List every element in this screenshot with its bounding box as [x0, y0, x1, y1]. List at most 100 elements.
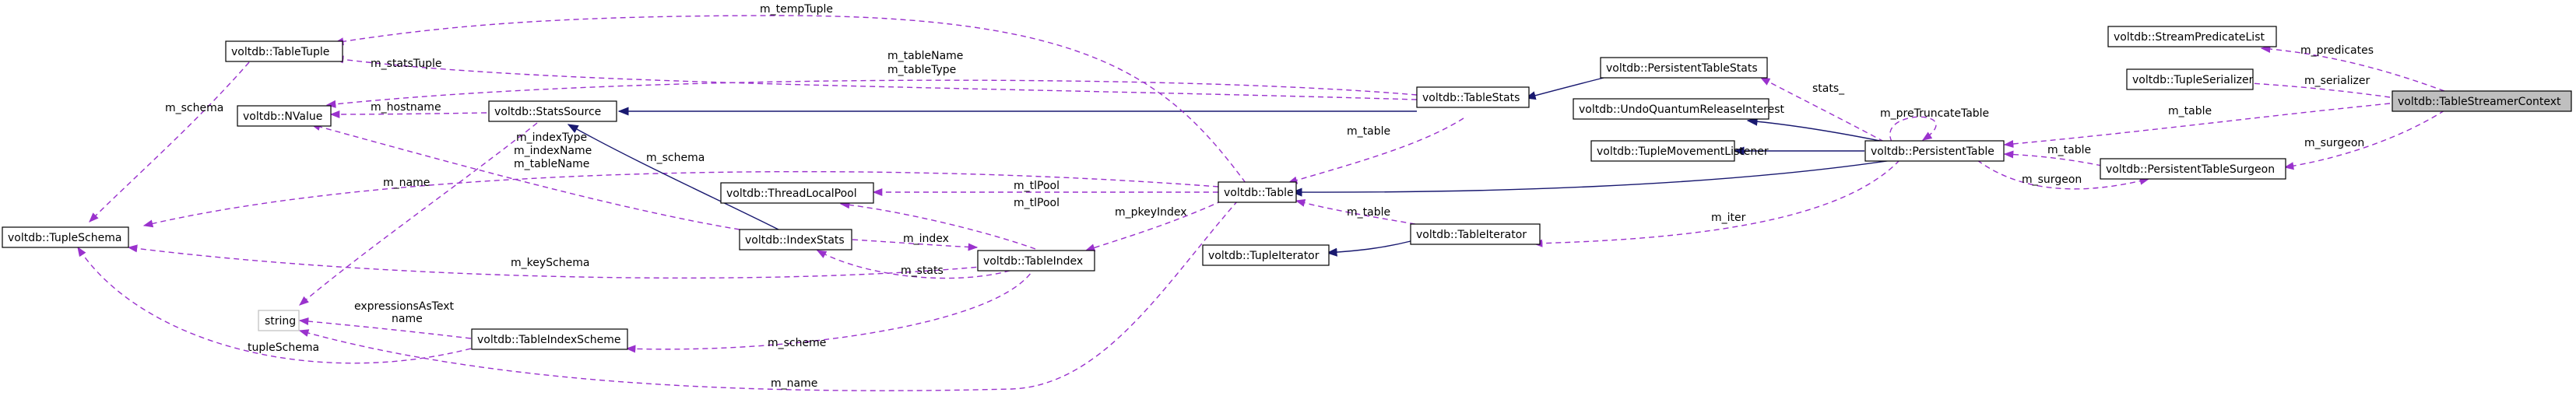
edge-m-keyschema — [127, 244, 1005, 279]
label-m-pretruncatetable: m_preTruncateTable — [1880, 107, 1989, 120]
node-tablestats[interactable]: voltdb::TableStats — [1416, 86, 1530, 108]
svg-text:voltdb::Table: voltdb::Table — [1224, 187, 1294, 199]
svg-text:voltdb::TableIndex: voltdb::TableIndex — [983, 255, 1083, 268]
svg-text:voltdb::TableTuple: voltdb::TableTuple — [231, 46, 329, 58]
label-expressionsastext: expressionsAsText — [354, 300, 455, 313]
edge-m-table-context — [2003, 103, 2391, 148]
node-tupleserializer[interactable]: voltdb::TupleSerializer — [2126, 68, 2254, 90]
label-m-indextype: m_indexType — [516, 131, 587, 144]
node-tabletuple[interactable]: voltdb::TableTuple — [225, 40, 343, 62]
svg-text:voltdb::PersistentTableStats: voltdb::PersistentTableStats — [1606, 62, 1758, 75]
edge-m-tlpool-index — [839, 201, 1036, 250]
svg-text:voltdb::StreamPredicateList: voltdb::StreamPredicateList — [2114, 31, 2265, 44]
label-m-table-surgeon: m_table — [2047, 144, 2091, 156]
label-m-statstuple: m_statsTuple — [371, 58, 441, 70]
svg-text:voltdb::ThreadLocalPool: voltdb::ThreadLocalPool — [726, 187, 857, 200]
label-m-table-iter: m_table — [1347, 206, 1390, 219]
edge-m-tablename-tabletype — [325, 79, 1418, 108]
node-statssource[interactable]: voltdb::StatsSource — [488, 100, 617, 122]
node-persistenttable[interactable]: voltdb::PersistentTable — [1864, 140, 2005, 162]
svg-text:voltdb::TableStats: voltdb::TableStats — [1422, 92, 1520, 104]
nodes: voltdb::TableStreamerContext voltdb::Str… — [2, 26, 2572, 350]
svg-text:voltdb::TupleMovementListener: voltdb::TupleMovementListener — [1597, 145, 1769, 158]
node-table[interactable]: voltdb::Table — [1218, 181, 1297, 203]
edge-inherit-statssource-from-indexstats — [567, 124, 779, 230]
label-m-temptuple: m_tempTuple — [760, 3, 833, 16]
edge-m-iter — [1532, 159, 1900, 247]
edge-m-scheme — [625, 265, 1036, 353]
edge-m-name-statssource — [299, 122, 538, 306]
label-m-serializer: m_serializer — [2304, 75, 2370, 87]
edge-expressions-name — [298, 317, 472, 339]
node-nvalue[interactable]: voltdb::NValue — [237, 105, 332, 127]
label-m-schema-table: m_schema — [646, 152, 705, 164]
label-m-tabletype: m_tableType — [887, 64, 956, 76]
edge-m-statstuple — [333, 55, 1418, 100]
label-m-tlpool-table: m_tlPool — [1014, 180, 1060, 192]
edge-m-index — [852, 239, 979, 251]
label-m-stats: m_stats — [901, 265, 944, 277]
label-m-surgeon-context: m_surgeon — [2304, 137, 2364, 149]
node-undoquantumreleaseinterest[interactable]: voltdb::UndoQuantumReleaseInterest — [1573, 98, 1785, 120]
edge-m-schema-tabletuple — [89, 61, 250, 223]
edge-inherit-table — [1291, 159, 1892, 197]
edge-m-pkeyindex — [1084, 200, 1223, 252]
edge-m-hostname — [329, 110, 487, 119]
edge-m-table-iter — [1295, 199, 1425, 226]
node-tupleschema[interactable]: voltdb::TupleSchema — [2, 226, 129, 248]
edge-m-table-stats — [1287, 117, 1464, 184]
label-name: name — [392, 313, 423, 325]
edge-m-pretruncatetable — [1889, 116, 1937, 142]
label-tupleschema: tupleSchema — [248, 342, 319, 354]
svg-text:voltdb::UndoQuantumReleaseInte: voltdb::UndoQuantumReleaseInterest — [1579, 103, 1785, 116]
svg-text:voltdb::StatsSource: voltdb::StatsSource — [494, 106, 601, 118]
edge-m-indexstats-nvalue — [310, 123, 740, 230]
svg-text:voltdb::TupleIterator: voltdb::TupleIterator — [1208, 250, 1320, 262]
edge-m-stats — [816, 250, 1028, 279]
edge-stats — [1759, 77, 1885, 142]
svg-text:voltdb::TableStreamerContext: voltdb::TableStreamerContext — [2398, 96, 2561, 108]
svg-text:voltdb::TableIterator: voltdb::TableIterator — [1416, 229, 1527, 241]
label-m-table-stats: m_table — [1347, 125, 1390, 138]
label-m-tablename-mid: m_tableName — [514, 158, 589, 170]
label-m-pkeyindex: m_pkeyIndex — [1115, 206, 1187, 219]
label-m-index: m_index — [903, 233, 949, 245]
edge-inherit-tupleiterator — [1326, 240, 1411, 257]
node-tupleiterator[interactable]: voltdb::TupleIterator — [1202, 244, 1330, 266]
edge-m-temptuple — [333, 15, 1246, 184]
label-m-scheme: m_scheme — [768, 337, 826, 349]
edge-m-schema-table — [142, 170, 1219, 228]
edge-m-surgeon-context — [2283, 110, 2445, 170]
label-m-tlpool-index: m_tlPool — [1014, 197, 1060, 209]
edge-m-surgeon-pt — [1977, 159, 2150, 190]
edges — [77, 15, 2445, 391]
edge-m-predicates — [2260, 44, 2445, 92]
edge-labels: m_predicates m_serializer m_table m_surg… — [165, 3, 2374, 390]
edge-tupleschema — [77, 246, 472, 364]
label-stats: stats_ — [1812, 82, 1845, 95]
svg-text:voltdb::PersistentTable: voltdb::PersistentTable — [1871, 145, 1994, 158]
node-string[interactable]: string — [258, 310, 300, 331]
svg-text:voltdb::TupleSchema: voltdb::TupleSchema — [8, 232, 121, 244]
node-tableindexscheme[interactable]: voltdb::TableIndexScheme — [471, 328, 628, 350]
node-tablestreamercontext[interactable]: voltdb::TableStreamerContext — [2391, 90, 2572, 112]
node-tableiterator[interactable]: voltdb::TableIterator — [1410, 223, 1541, 245]
label-m-schema-tabletuple: m_schema — [165, 102, 223, 114]
label-m-name-table: m_name — [771, 377, 817, 390]
svg-text:voltdb::TableIndexScheme: voltdb::TableIndexScheme — [477, 334, 621, 346]
edge-inherit-tablestats — [1524, 77, 1604, 100]
edge-inherit-undoquantum — [1746, 117, 1885, 142]
label-m-tablename-top: m_tableName — [887, 50, 963, 62]
svg-text:voltdb::TupleSerializer: voltdb::TupleSerializer — [2132, 74, 2254, 86]
label-m-iter: m_iter — [1711, 212, 1746, 224]
node-tuplemovementlistener[interactable]: voltdb::TupleMovementListener — [1590, 140, 1769, 162]
node-indexstats[interactable]: voltdb::IndexStats — [739, 229, 852, 251]
node-persistenttablesurgeon[interactable]: voltdb::PersistentTableSurgeon — [2100, 158, 2286, 180]
label-m-hostname: m_hostname — [371, 101, 441, 114]
node-threadlocalpool[interactable]: voltdb::ThreadLocalPool — [720, 182, 874, 204]
node-tableindex[interactable]: voltdb::TableIndex — [977, 250, 1095, 272]
node-persistenttablestats[interactable]: voltdb::PersistentTableStats — [1600, 57, 1768, 79]
node-streampredicatelist[interactable]: voltdb::StreamPredicateList — [2107, 26, 2277, 47]
svg-text:string: string — [265, 315, 296, 328]
